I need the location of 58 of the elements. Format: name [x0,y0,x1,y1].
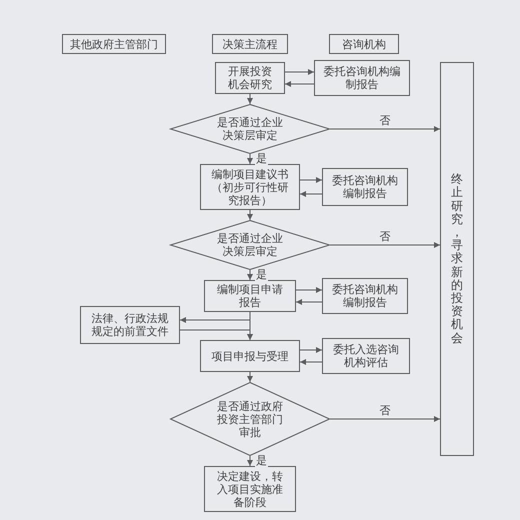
step-text: 项目申报与受理 [212,350,288,362]
arrow [330,416,440,422]
arrow [247,456,253,466]
lane-heading: 咨询机构 [342,38,386,50]
decision-text: 是否通过企业决策层审定 [216,232,284,258]
decision-text: 是否通过政府投资主管部门审批 [216,400,284,438]
lane-header-box [62,34,166,54]
edge-label: 否 [378,405,392,417]
process-box [322,278,408,314]
lane-heading: 决策主流程 [222,38,278,50]
arrow [300,359,322,365]
decision-diamond [170,220,330,270]
process-box [314,60,410,96]
edge-label: 是 [255,455,268,467]
end-text: 终止研究，寻求新的投资机会 [451,173,463,345]
step-text: 委托咨询机构编制报告 [331,174,399,200]
arrow [296,287,322,293]
step-text: 法律、行政法规规定的前置文件 [90,312,170,338]
arrow [330,242,440,248]
decision-diamond [170,382,330,456]
lane-header-box [212,34,288,54]
edge-label: 否 [378,231,392,243]
arrow [247,270,253,280]
edge-label: 否 [378,115,392,127]
arrow [247,154,253,164]
arrow [296,299,322,305]
step-text: 委托入选咨询机构评估 [332,343,400,369]
arrow [330,126,440,132]
step-text: 委托咨询机构编制报告 [323,65,401,91]
arrow [247,312,253,340]
step-text: 编制项目申请报告 [216,283,284,309]
arrow [247,210,253,220]
decision-diamond [170,104,330,154]
process-box [204,466,296,512]
arrow [284,69,314,75]
edge-label: 是 [255,153,268,165]
step-text: 编制项目建议书（初步可行性研究报告） [210,168,290,206]
arrow [300,347,322,353]
arrow [284,81,314,87]
process-box [322,338,410,374]
step-text: 决定建设，转入项目实施准备阶段 [216,470,284,508]
arrow [300,177,322,183]
arrow [300,191,322,197]
process-box [322,168,408,206]
arrow [247,372,253,382]
process-box [215,62,285,94]
arrow [247,94,253,104]
process-box [200,340,300,372]
process-box [204,280,296,312]
process-box [80,306,180,344]
edge-label: 是 [255,269,268,281]
lane-heading: 其他政府主管部门 [70,38,158,50]
step-text: 委托咨询机构编制报告 [331,283,399,309]
process-box [200,164,300,210]
decision-text: 是否通过企业决策层审定 [216,116,284,142]
end-box [440,62,474,456]
step-text: 开展投资机会研究 [227,65,273,91]
lane-header-box [329,34,399,54]
